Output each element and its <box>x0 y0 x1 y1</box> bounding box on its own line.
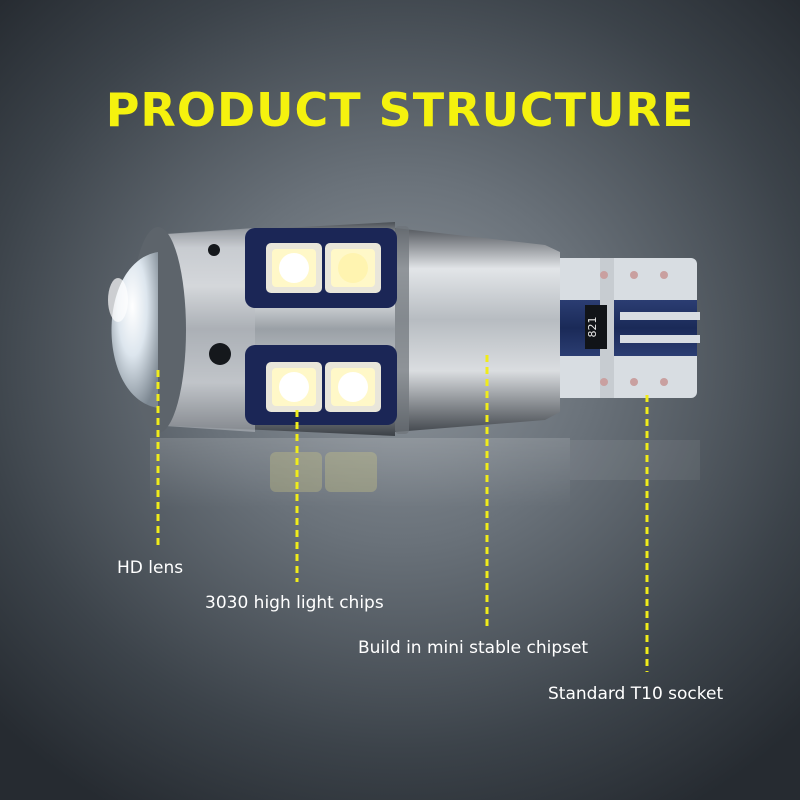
chipset-label: Build in mini stable chipset <box>358 638 589 658</box>
t10-socket: 821 <box>545 258 700 398</box>
lens-label: HD lens <box>117 558 184 578</box>
bulb-rear-body <box>395 228 560 432</box>
socket-label: Standard T10 socket <box>548 684 724 704</box>
callout-lines <box>156 355 649 672</box>
socket-marking: 821 <box>586 317 599 338</box>
resistor-chip <box>585 305 607 349</box>
chips-label: 3030 high light chips <box>205 593 384 613</box>
led-chips <box>266 243 381 412</box>
page-title: PRODUCT STRUCTURE <box>105 83 695 137</box>
hd-lens <box>108 227 186 433</box>
floor-reflection <box>150 438 700 508</box>
